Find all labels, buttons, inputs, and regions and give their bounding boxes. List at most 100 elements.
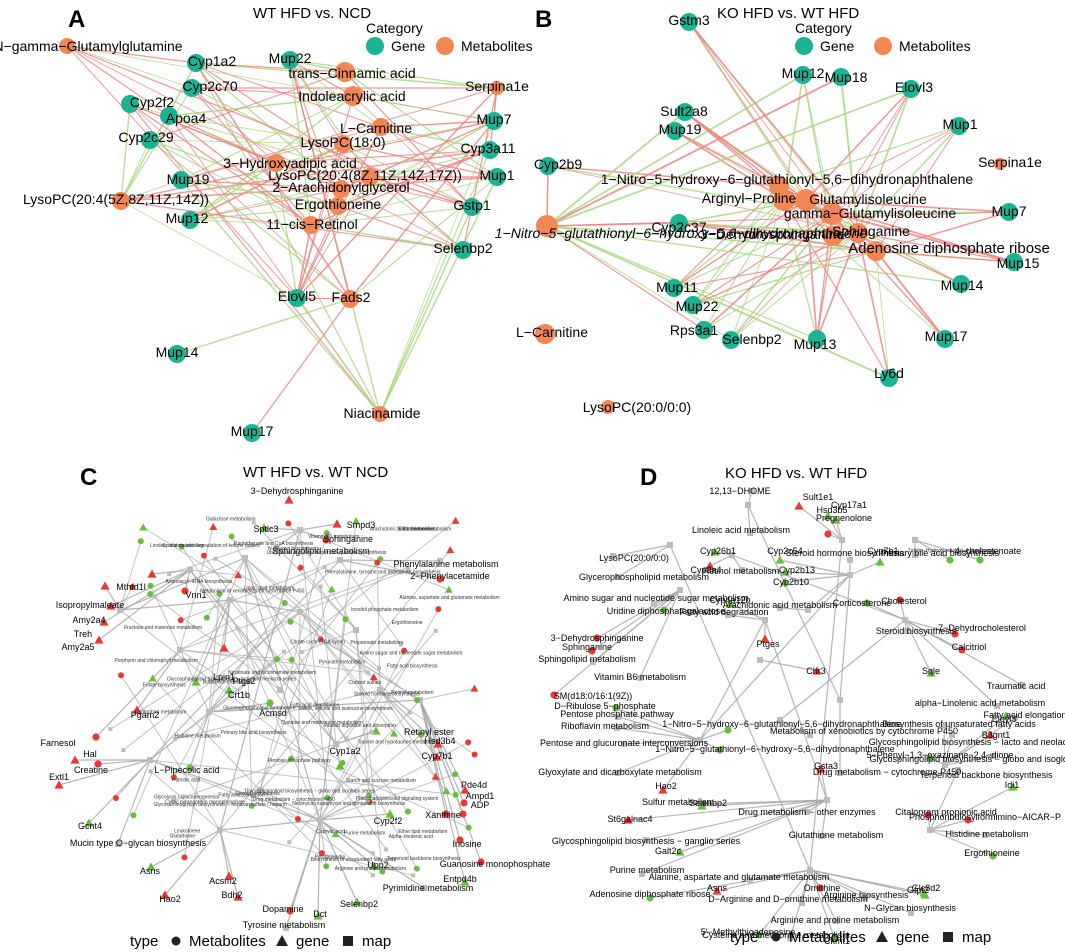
panel-c-fill-edge-87 [231, 536, 337, 745]
panel-c-fill-edge-79 [175, 689, 381, 740]
panel-c-fill-mark-29 [121, 748, 126, 753]
panel-a-edge-77 [120, 176, 498, 202]
panel-b-edge-8 [831, 125, 960, 215]
panel-a-edge-68 [168, 115, 342, 190]
panel-d-mark-41 [550, 691, 558, 699]
panel-a-node-11-cis-retinol [302, 216, 320, 234]
panel-c-hub-mark-0 [206, 709, 212, 715]
panel-c-fill-mark-69 [324, 794, 331, 801]
panel-c-mark-43 [352, 897, 362, 906]
panel-c-fill-mark-33 [148, 769, 153, 774]
panel-a-node-lysopc-20-4-8z-11z-14z-17z [361, 168, 379, 186]
panel-c-mark-40 [160, 890, 170, 899]
panel-d-label-l33: 3−Dehydrosphinganine [551, 633, 644, 643]
panel-b-label-gstm3: Gstm3 [668, 12, 709, 28]
panel-d-edge-79 [809, 869, 912, 914]
panel-c-fill-edge-27 [219, 549, 451, 831]
panel-c-edge-30 [319, 813, 391, 821]
panel-c-pathway-22: Inositol phosphate metabolism [351, 607, 419, 613]
panel-c-mark-4 [273, 545, 279, 551]
panel-b-edge-14 [547, 165, 780, 187]
panel-b-node-adenosine-diphosphate-ribose [866, 241, 886, 261]
panel-a-node-trans-cinnamic-acid [335, 62, 355, 82]
panel-d-edge-30 [904, 619, 932, 674]
panel-b-edge-66 [875, 250, 1015, 263]
panel-a-label-gstp1: Gstp1 [453, 197, 491, 213]
nodes-layer [54, 13, 1025, 941]
panel-d-hub-mark-16 [667, 542, 673, 548]
panel-d-label-l75: Ornithine [804, 883, 841, 893]
panel-c-pathway-54: Biosynthesis of unsaturated fatty acids [311, 857, 397, 863]
panel-c-mark-31 [385, 809, 395, 818]
panel-a-node-mup19 [172, 171, 190, 189]
edges-layer [58, 21, 1023, 939]
panel-b-label-mup11: Mup11 [656, 279, 698, 295]
panel-c-label-l3: Sptlc3 [253, 524, 278, 534]
panel-c-fill-mark-26 [435, 606, 442, 613]
panel-c-pathway-48: Cysteine and methionine metabolism [281, 720, 363, 726]
panel-c-fill-mark-71 [287, 618, 294, 625]
panel-c-fill-edge-15 [183, 599, 231, 858]
panel-b-node-sult2a8 [676, 103, 694, 121]
panel-d-mark-80 [833, 918, 839, 924]
panel-d-mark-52 [926, 754, 934, 762]
panel-d-mark-68 [675, 847, 685, 856]
panel-d-label-l62: Drug metabolism − other enzymes [738, 807, 876, 817]
panel-d-mark-50 [990, 753, 996, 759]
panel-a-edge-30 [380, 120, 495, 128]
panel-c-edge-19 [97, 759, 151, 765]
panel-c-pathway-59: Leukotriene [174, 829, 200, 835]
panel-d-mark-3 [831, 515, 841, 524]
panel-a-edge-88 [342, 143, 473, 208]
panel-b-label-mup1: Mup1 [942, 116, 977, 132]
panel-b-label-l-carnitine: L−Carnitine [516, 324, 588, 340]
panel-a-edge-96 [149, 139, 312, 226]
panel-a-edge-22 [120, 103, 131, 202]
panel-b-edge-80 [816, 232, 859, 340]
panel-c-fill-edge-86 [203, 555, 337, 745]
panel-d-mark-49 [985, 730, 995, 739]
panel-c-fill-mark-14 [129, 584, 136, 591]
panel-c-pathway-19: Fructose and mannose metabolism [124, 625, 202, 631]
panel-b-edge-13 [778, 125, 960, 187]
panel-d-edge-41 [553, 589, 681, 696]
panel-a-label-lysopc-20-4-8z-11z-14z-17z: LysoPC(20:4(8Z,11Z,14Z,17Z)) [268, 167, 462, 183]
panel-a-edge-34 [66, 45, 495, 122]
panel-c-fill-mark-3 [287, 840, 292, 845]
panel-c-label-l38: Upp2 [367, 860, 389, 870]
panel-b-node-elovl3 [902, 80, 920, 98]
panel-c-fill-mark-47 [108, 727, 113, 732]
panel-a-node-lysopc-18-0 [334, 135, 352, 153]
panel-d-mark-62 [924, 811, 932, 819]
panel-c-mark-25 [335, 761, 345, 770]
panel-c-pathway-60: Ergothioneine [392, 620, 423, 626]
panel-c-fill-edge-74 [259, 589, 333, 791]
panel-c-hub-mark-8 [317, 817, 323, 823]
panel-d-edge-15 [709, 554, 733, 567]
panel-a-edge-37 [149, 71, 346, 141]
panel-c-pathway-33: Butanoate metabolism [203, 680, 253, 686]
panel-c-mark-17 [132, 705, 142, 714]
panel-a-node-cyp1a2 [187, 54, 205, 72]
panel-c-label-l32: Cyp2f2 [374, 816, 403, 826]
panel-d-edge-85 [807, 574, 851, 611]
panel-a-label-lysopc-20-4-5z-8z-11z-14z: LysoPC(20:4(5Z,8Z,11Z,14Z)) [23, 191, 209, 207]
panel-c-edge-34 [419, 699, 482, 863]
panel-d-edge-88 [731, 554, 906, 621]
panel-b-edge-19 [783, 74, 804, 201]
panel-a-edge-79 [289, 59, 339, 207]
panel-d-hub-mark-14 [942, 762, 948, 768]
panel-d-label-l14: 4−cholestenoate [955, 546, 1021, 556]
panel-c-fill-mark-72 [323, 863, 330, 870]
panel-c-fill-mark-38 [299, 650, 304, 655]
panel-d-edge-49 [944, 734, 991, 766]
panel-d-label-l46: 1−Nitro−5−hydroxy−6−glutathionyl−5,6−dih… [662, 719, 901, 729]
panel-b-node-mup12 [794, 66, 812, 84]
panel-d-label-l37: Sphingolipid metabolism [538, 654, 636, 664]
panel-b-edge-9 [857, 125, 960, 234]
panel-d-label-l8: Cyp26b1 [700, 546, 736, 556]
panel-c-fill-mark-60 [405, 565, 410, 570]
panel-a-label-mup17: Mup17 [231, 423, 274, 439]
panel-a-edge-118 [251, 298, 351, 434]
panel-c-fill-mark-19 [147, 582, 154, 589]
